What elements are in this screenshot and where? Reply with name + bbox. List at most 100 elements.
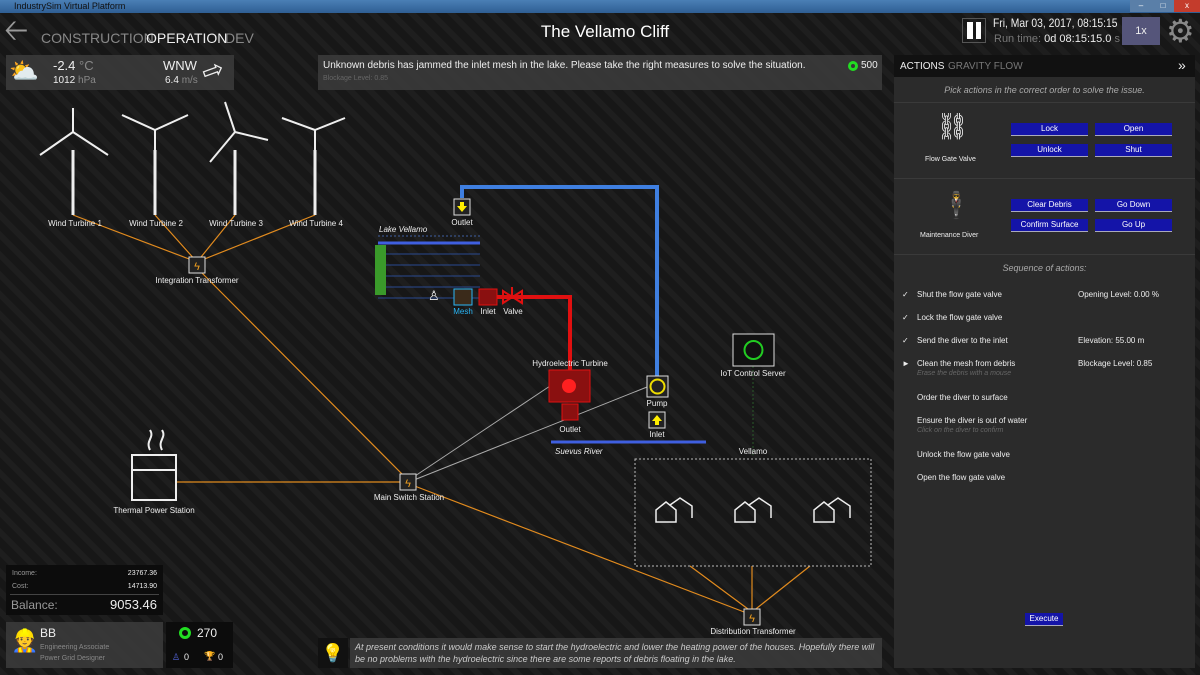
cost-value: 14713.90: [127, 583, 157, 590]
cost-label: Cost:: [12, 583, 29, 590]
lightbulb-icon: 💡: [318, 638, 348, 668]
collapse-chevron-icon[interactable]: »: [1178, 57, 1186, 73]
tab-actions[interactable]: ACTIONS: [900, 61, 945, 72]
diver-icon: ♙: [428, 288, 440, 303]
close-button[interactable]: x: [1174, 0, 1200, 12]
opening-level: Opening Level: 0.00 %: [1078, 290, 1159, 299]
runtime-value: 0d 08:15:15.0: [1044, 33, 1112, 45]
partly-cloudy-icon: ⛅: [9, 58, 39, 85]
valve-icon: [502, 287, 523, 305]
back-arrow-icon[interactable]: 🡠: [4, 14, 29, 47]
house-icons: [655, 497, 851, 523]
reward: 500: [861, 60, 878, 71]
control-lines: [411, 385, 648, 481]
valve-label: Flow Gate Valve: [925, 156, 976, 163]
inlet-label: Inlet: [480, 307, 496, 316]
check-icon: ✓: [902, 313, 909, 322]
confirm-surface-button[interactable]: Confirm Surface: [1011, 219, 1088, 232]
diver-label: Maintenance Diver: [920, 232, 979, 239]
tab-operation[interactable]: OPERATION: [146, 30, 228, 46]
execute-button[interactable]: Execute: [1025, 613, 1063, 626]
valve-pipe-icon: ⛓: [936, 111, 970, 141]
runtime: Run time: 0d 08:15:15.0 s: [994, 33, 1120, 45]
wind-unit: m/s: [181, 75, 198, 86]
turbine-2-label[interactable]: Wind Turbine 2: [129, 219, 183, 228]
coin-icon: [848, 61, 858, 71]
points-value: 270: [197, 626, 218, 640]
main-switch-label[interactable]: Main Switch Station: [373, 493, 445, 502]
hydro-turbine-icon: [548, 369, 591, 403]
pump-label[interactable]: Pump: [646, 399, 668, 408]
blockage-level: Blockage Level: 0.85: [1078, 359, 1153, 368]
income-label: Income:: [12, 570, 37, 577]
balance-label: Balance:: [11, 598, 58, 612]
sequence-step-3: Send the diver to the inlet: [917, 336, 1008, 345]
vellamo-label: Vellamo: [738, 447, 768, 456]
gear-icon[interactable]: ⚙: [1166, 13, 1195, 49]
go-down-button[interactable]: Go Down: [1095, 199, 1172, 212]
thermal-label[interactable]: Thermal Power Station: [113, 506, 195, 515]
go-up-button[interactable]: Go Up: [1095, 219, 1172, 232]
tab-construction[interactable]: CONSTRUCTION: [41, 30, 154, 46]
finance-panel: Income: 23767.36 Cost: 14713.90 Balance:…: [6, 565, 163, 615]
check-icon: ✓: [902, 290, 909, 299]
income-value: 23767.36: [127, 570, 157, 577]
event-message-panel: Unknown debris has jammed the inlet mesh…: [318, 55, 882, 90]
tab-gravity-flow[interactable]: GRAVITY FLOW: [948, 61, 1023, 72]
unlock-button[interactable]: Unlock: [1011, 144, 1088, 157]
mesh-label[interactable]: Mesh: [453, 307, 473, 316]
weather-panel: ⛅ -2.4 °C 1012 hPa WNW 6.4 m/s ⇨: [6, 52, 234, 90]
integration-transformer-label[interactable]: Integration Transformer: [155, 276, 239, 285]
instruction: Pick actions in the correct order to sol…: [944, 85, 1145, 95]
pause-button[interactable]: [962, 18, 986, 43]
shut-button[interactable]: Shut: [1095, 144, 1172, 157]
sequence-step-8: Open the flow gate valve: [917, 473, 1006, 482]
profile-role: Engineering Associate: [40, 644, 110, 651]
engineer-avatar-icon: 👷: [11, 628, 39, 653]
thermal-plant-icon: [131, 429, 177, 501]
pressure: 1012: [53, 75, 76, 86]
mesh-icon: [453, 288, 473, 306]
profile-panel[interactable]: 👷 BB Engineering Associate Power Grid De…: [6, 622, 163, 668]
event-sub: Blockage Level: 0.85: [323, 75, 388, 82]
clear-debris-button[interactable]: Clear Debris: [1011, 199, 1088, 212]
step-4-hint: Erase the debris with a mouse: [917, 370, 1012, 377]
turbine-4-label[interactable]: Wind Turbine 4: [289, 219, 343, 228]
svg-text:ϟ: ϟ: [194, 261, 200, 273]
actions-panel: ACTIONS GRAVITY FLOW » Pick actions in t…: [894, 55, 1195, 668]
open-button[interactable]: Open: [1095, 123, 1172, 136]
profile-title: Power Grid Designer: [40, 655, 105, 662]
transformer-icons: [188, 256, 761, 626]
tab-dev[interactable]: DEV: [225, 30, 254, 46]
trophy-icon: 🏆: [204, 651, 216, 661]
lock-button[interactable]: Lock: [1011, 123, 1088, 136]
balance-value: 9053.46: [110, 597, 157, 612]
sequence-step-4: Clean the mesh from debris: [917, 359, 1016, 368]
runtime-label: Run time:: [994, 33, 1042, 45]
sequence-step-2: Lock the flow gate valve: [917, 313, 1003, 322]
minimize-button[interactable]: –: [1130, 0, 1152, 12]
power-lines: [72, 214, 811, 616]
lake-label: Lake Vellamo: [379, 225, 428, 234]
turbine-1-label[interactable]: Wind Turbine 1: [48, 219, 102, 228]
check-icon: ✓: [902, 336, 909, 345]
elevation: Elevation: 55.00 m: [1078, 336, 1145, 345]
temp-unit: °C: [79, 58, 94, 73]
svg-text:ϟ: ϟ: [749, 613, 755, 625]
speed-button[interactable]: 1x: [1122, 17, 1160, 45]
distribution-label[interactable]: Distribution Transformer: [710, 627, 796, 636]
vellamo-area: [634, 458, 872, 567]
iot-label[interactable]: IoT Control Server: [720, 369, 786, 378]
current-step-icon: ►: [902, 359, 910, 368]
inlet-icon: [478, 288, 498, 306]
maximize-button[interactable]: □: [1152, 0, 1174, 12]
runtime-unit: s: [1114, 33, 1121, 45]
turbine-3-label[interactable]: Wind Turbine 3: [209, 219, 263, 228]
dam-wall: [375, 245, 386, 295]
hydro-outlet-icon: [561, 403, 579, 421]
medal-icon: ♙: [172, 652, 181, 662]
hydro-label[interactable]: Hydroelectric Turbine: [532, 359, 608, 368]
sequence-step-6: Ensure the diver is out of water: [917, 416, 1028, 425]
event-message: Unknown debris has jammed the inlet mesh…: [323, 60, 806, 71]
valve-label[interactable]: Valve: [503, 307, 523, 316]
